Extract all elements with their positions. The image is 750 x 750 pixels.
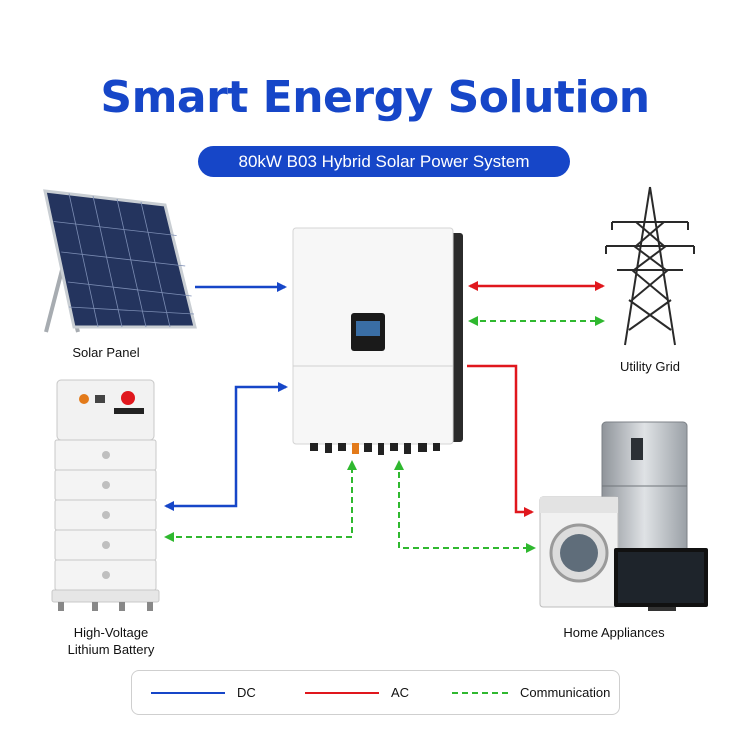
solar-panel-label: Solar Panel xyxy=(72,345,140,360)
utility-grid-tower-icon xyxy=(605,186,695,346)
inverter-ports xyxy=(310,443,440,455)
comm-line-inverter-appliances xyxy=(394,460,536,553)
battery-label: High-Voltage Lithium Battery xyxy=(46,624,176,658)
utility-grid-label: Utility Grid xyxy=(620,359,680,374)
legend-item-communication: Communication xyxy=(452,671,610,714)
legend-communication-line xyxy=(452,691,508,694)
legend-dc-label: DC xyxy=(237,685,256,700)
legend-ac-label: AC xyxy=(391,685,410,700)
home-appliances-icon xyxy=(539,421,708,611)
hybrid-inverter xyxy=(292,227,463,455)
solar-panel-icon xyxy=(43,189,197,333)
dc-line-battery-inverter xyxy=(164,382,288,511)
battery-stack-icon xyxy=(51,379,160,611)
legend-ac-line xyxy=(305,691,379,694)
page-title: Smart Energy Solution xyxy=(100,72,650,123)
battery-label-line1: High-Voltage xyxy=(73,625,149,640)
legend-item-ac: AC xyxy=(305,671,409,714)
subtitle-badge: 80kW B03 Hybrid Solar Power System xyxy=(198,146,570,177)
legend: DC AC Communication xyxy=(131,670,620,715)
home-appliances-label: Home Appliances xyxy=(563,625,665,640)
comm-line-battery-inverter xyxy=(164,460,357,542)
connection-lines xyxy=(164,281,605,553)
battery-label-line2: Lithium Battery xyxy=(67,642,155,657)
legend-item-dc: DC xyxy=(151,671,256,714)
ac-line-inverter-appliances xyxy=(467,364,534,517)
legend-communication-label: Communication xyxy=(520,685,611,700)
legend-dc-line xyxy=(151,691,225,694)
